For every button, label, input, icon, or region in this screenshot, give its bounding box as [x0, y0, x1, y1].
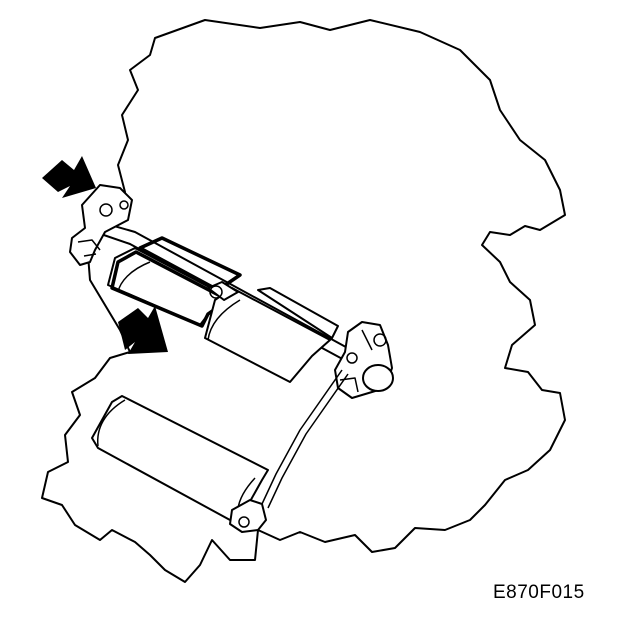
pointer-arrow-icon — [118, 306, 168, 354]
left-bracket — [69, 184, 133, 266]
right-actuator-hole — [346, 352, 358, 364]
engine-block-outline — [41, 19, 566, 583]
linkage-rod-b — [267, 373, 349, 509]
lower-tank-shell — [91, 395, 269, 521]
upper-tank-front-curve — [117, 261, 151, 293]
upper-tank-bracket — [138, 236, 242, 292]
coupler-ring — [209, 285, 223, 299]
upper-tank-rear — [204, 287, 331, 383]
left-bracket-hole — [99, 203, 113, 217]
upper-shelf-plate — [257, 287, 339, 339]
lower-tank-front-curve — [97, 399, 126, 447]
pointer-arrow-icon — [42, 156, 96, 198]
lower-tank-cap — [238, 516, 250, 528]
upper-tank-rear-curve — [207, 299, 241, 341]
figure-code: E870F015 — [493, 582, 585, 603]
upper-tank-front-inner — [110, 250, 230, 328]
right-actuator-knob — [373, 333, 387, 347]
left-bracket-detail — [77, 239, 101, 257]
left-bracket-hole-2 — [119, 200, 129, 210]
linkage-rod — [261, 369, 343, 505]
right-actuator-body — [362, 364, 394, 392]
